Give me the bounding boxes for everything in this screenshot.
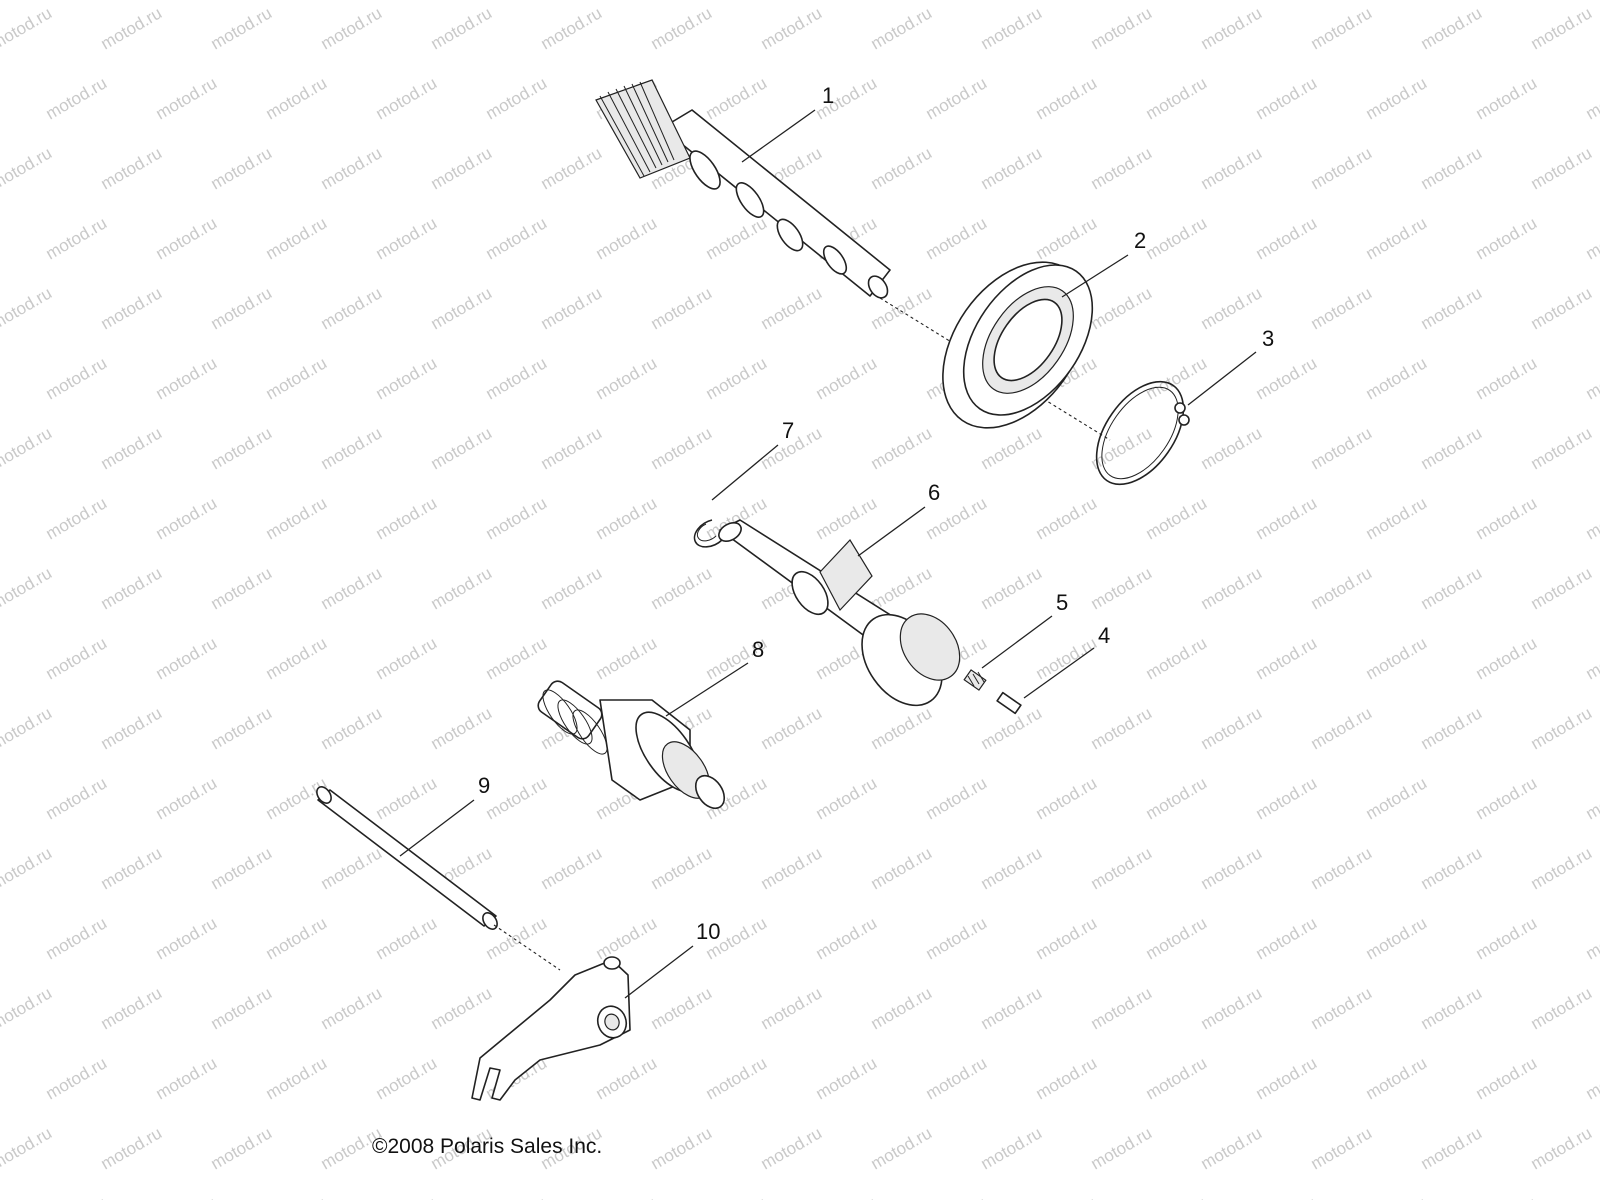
callout-3: 3 [1262,326,1274,351]
bearing-part [942,261,1094,429]
leader-line-9 [399,799,475,857]
leader-line-8 [665,662,749,717]
starter-drive-part [537,680,726,810]
leader-line-1 [741,109,816,163]
leader-line-4 [1023,647,1095,699]
leader-line-6 [857,506,926,557]
callout-9: 9 [478,773,490,798]
leader-line-2 [1061,254,1129,298]
callout-8: 8 [752,637,764,662]
callout-1: 1 [822,83,834,108]
circlip-part [1095,380,1190,486]
callout-4: 4 [1098,623,1110,648]
callout-6: 6 [928,480,940,505]
leader-line-7 [711,444,779,501]
shift-fork-part [471,956,631,1101]
callout-7: 7 [782,418,794,443]
callout-2: 2 [1134,228,1146,253]
lever-shaft-part [718,519,961,707]
copyright-notice: ©2008 Polaris Sales Inc. [372,1135,603,1158]
callout-10: 10 [696,919,720,944]
leader-line-10 [624,945,694,999]
callout-5: 5 [1056,590,1068,615]
starter-shaft-part [595,79,1111,441]
spring-part [963,669,987,691]
leader-line-3 [1187,351,1257,406]
leader-line-5 [981,615,1053,669]
pin-part [996,691,1022,715]
shift-rod-part [316,786,561,971]
e-clip-part [693,519,723,548]
